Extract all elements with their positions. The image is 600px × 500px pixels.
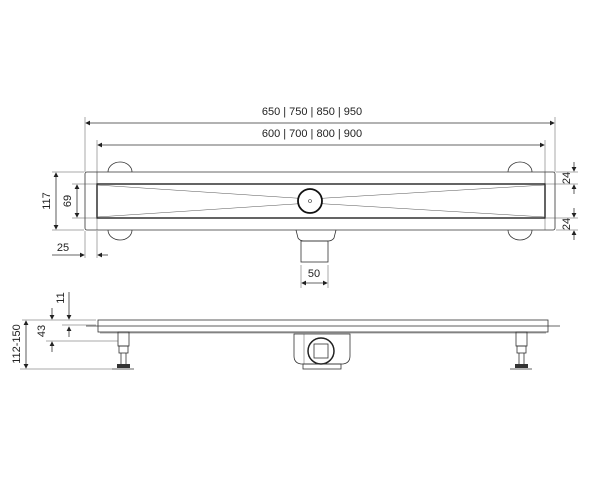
outlet-diameter-label: 50 [308,268,320,280]
flange-offset-label: 25 [57,242,69,254]
mounting-ear [507,229,533,241]
total-height-label: 112-150 [11,324,23,364]
side-outlet [293,333,351,370]
outlet-body [295,229,337,242]
flange-bottom-label: 24 [561,218,573,230]
flange-top-label: 24 [561,172,573,184]
flange-outline [84,171,556,231]
adjustable-leg [112,331,134,370]
channel-height-label: 43 [36,325,48,337]
mounting-ear [107,229,133,241]
mounting-ear [107,161,133,173]
mounting-ear [507,161,533,173]
channel-length-label: 600 | 700 | 800 | 900 [262,128,362,140]
grate-height-label: 11 [55,292,67,303]
top-view: 650 | 750 | 850 | 950 600 | 700 | 800 | … [41,106,578,288]
adjustable-leg [510,331,532,370]
overall-length-label: 650 | 750 | 850 | 950 [262,106,362,118]
drain-outlet-circle [297,188,323,214]
outlet-pipe [300,240,329,263]
channel-width-label: 69 [62,195,74,207]
channel [96,183,546,219]
overall-width-label: 117 [41,192,53,210]
side-view: 11 43 112-150 [11,292,560,370]
